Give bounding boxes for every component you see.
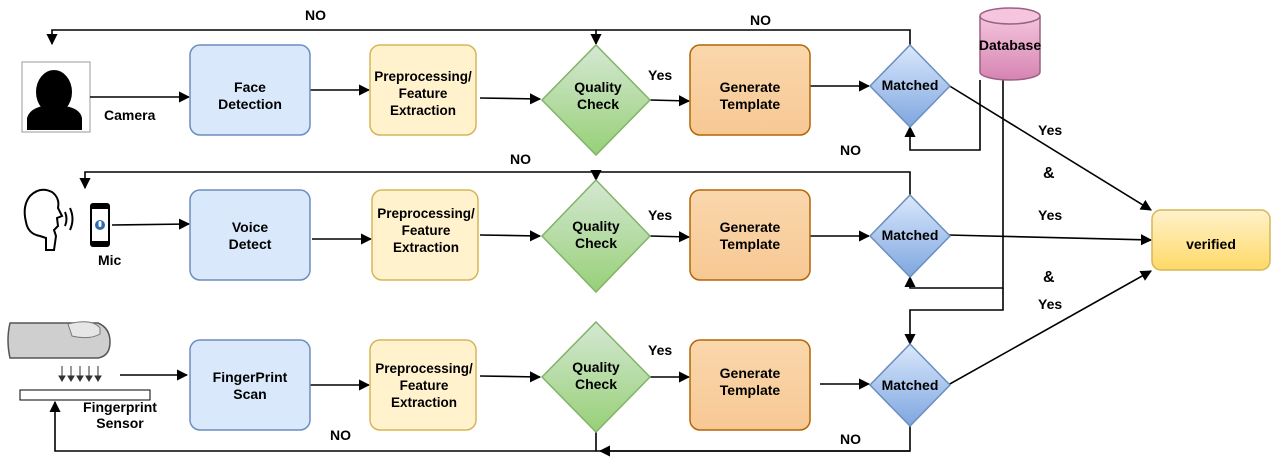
- matched-label: Matched: [882, 377, 939, 393]
- detect-box: [189, 189, 311, 281]
- connectors: [46, 29, 1153, 457]
- matched-diamond: [868, 193, 952, 279]
- database-node: Database: [979, 7, 1041, 81]
- no-label-left: NO: [510, 151, 531, 167]
- join-and-label: &: [1043, 269, 1055, 286]
- no-label-left: NO: [330, 427, 351, 443]
- matched-label: Matched: [882, 227, 939, 243]
- face-silhouette-icon: [21, 61, 91, 133]
- no-label-right: NO: [750, 12, 771, 28]
- speaking-head-icon: [23, 188, 74, 251]
- no-label-left: NO: [305, 7, 326, 23]
- template-box: [689, 189, 811, 281]
- yes-label: Yes: [1038, 207, 1062, 223]
- quality-diamond: [540, 178, 652, 294]
- matched-label: Matched: [882, 77, 939, 93]
- preprocess-box: [371, 189, 479, 281]
- quality-yes-label: Yes: [648, 67, 672, 83]
- yes-label: Yes: [1038, 122, 1062, 138]
- quality-diamond: [540, 320, 652, 434]
- input-label: Camera: [104, 107, 156, 123]
- template-box: [689, 44, 811, 136]
- database-label: Database: [979, 37, 1041, 53]
- preprocess-box: [369, 44, 477, 136]
- no-label-right: NO: [840, 431, 861, 447]
- input-label: Mic: [98, 252, 122, 268]
- quality-diamond: [540, 43, 652, 157]
- quality-yes-label: Yes: [648, 342, 672, 358]
- preprocess-box: [369, 339, 477, 431]
- sensor-bar: [19, 389, 151, 401]
- matched-diamond: [868, 43, 952, 129]
- verified-label: verified: [1186, 236, 1236, 252]
- verified-node: verified: [1151, 209, 1271, 271]
- template-box: [689, 339, 811, 431]
- matched-diamond: [868, 342, 952, 428]
- yes-label: Yes: [1038, 296, 1062, 312]
- quality-yes-label: Yes: [648, 207, 672, 223]
- detect-box: [189, 339, 311, 431]
- scan-arrows-icon: [58, 366, 102, 382]
- no-label-right: NO: [840, 142, 861, 158]
- detect-box: [189, 44, 311, 136]
- microphone-phone-icon: [90, 203, 110, 247]
- join-and-label: &: [1043, 165, 1055, 182]
- finger-icon: [7, 321, 111, 359]
